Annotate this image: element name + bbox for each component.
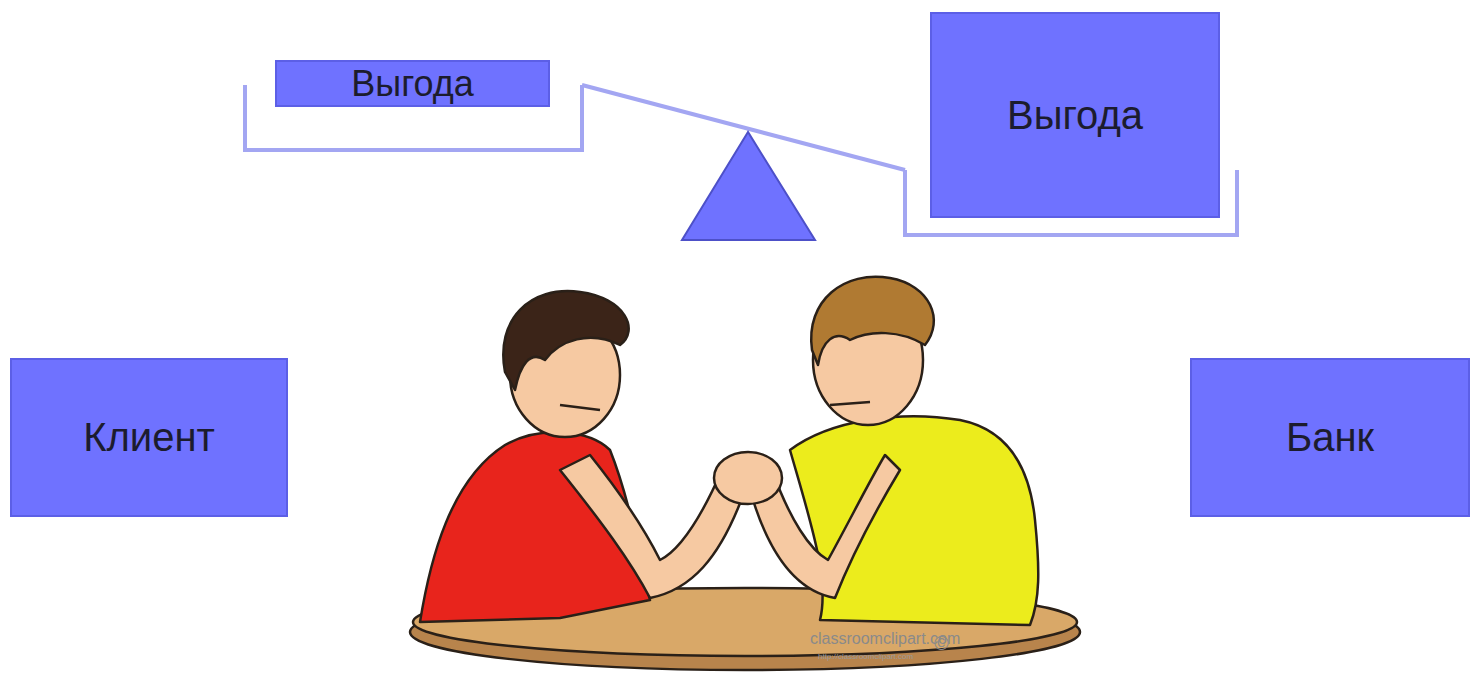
fulcrum	[682, 132, 815, 240]
watermark: ©	[934, 632, 949, 655]
watermark: http://classroomclipart.com	[818, 652, 913, 661]
arm-wrestling-clipart	[410, 277, 1080, 670]
right-hair	[811, 277, 934, 365]
clasped-hands	[714, 452, 782, 504]
node-label: Выгода	[1007, 93, 1143, 138]
benefit-box: Клиент	[10, 358, 288, 517]
benefit-box: Банк	[1190, 358, 1470, 517]
node-label: Банк	[1286, 415, 1374, 460]
benefit-box: Выгода	[930, 12, 1220, 218]
benefit-box: Выгода	[275, 60, 550, 107]
node-label: Выгода	[351, 63, 473, 105]
left-mouth	[560, 405, 600, 410]
node-label: Клиент	[83, 415, 215, 460]
right-mouth	[830, 402, 870, 405]
left-hair	[503, 291, 628, 390]
